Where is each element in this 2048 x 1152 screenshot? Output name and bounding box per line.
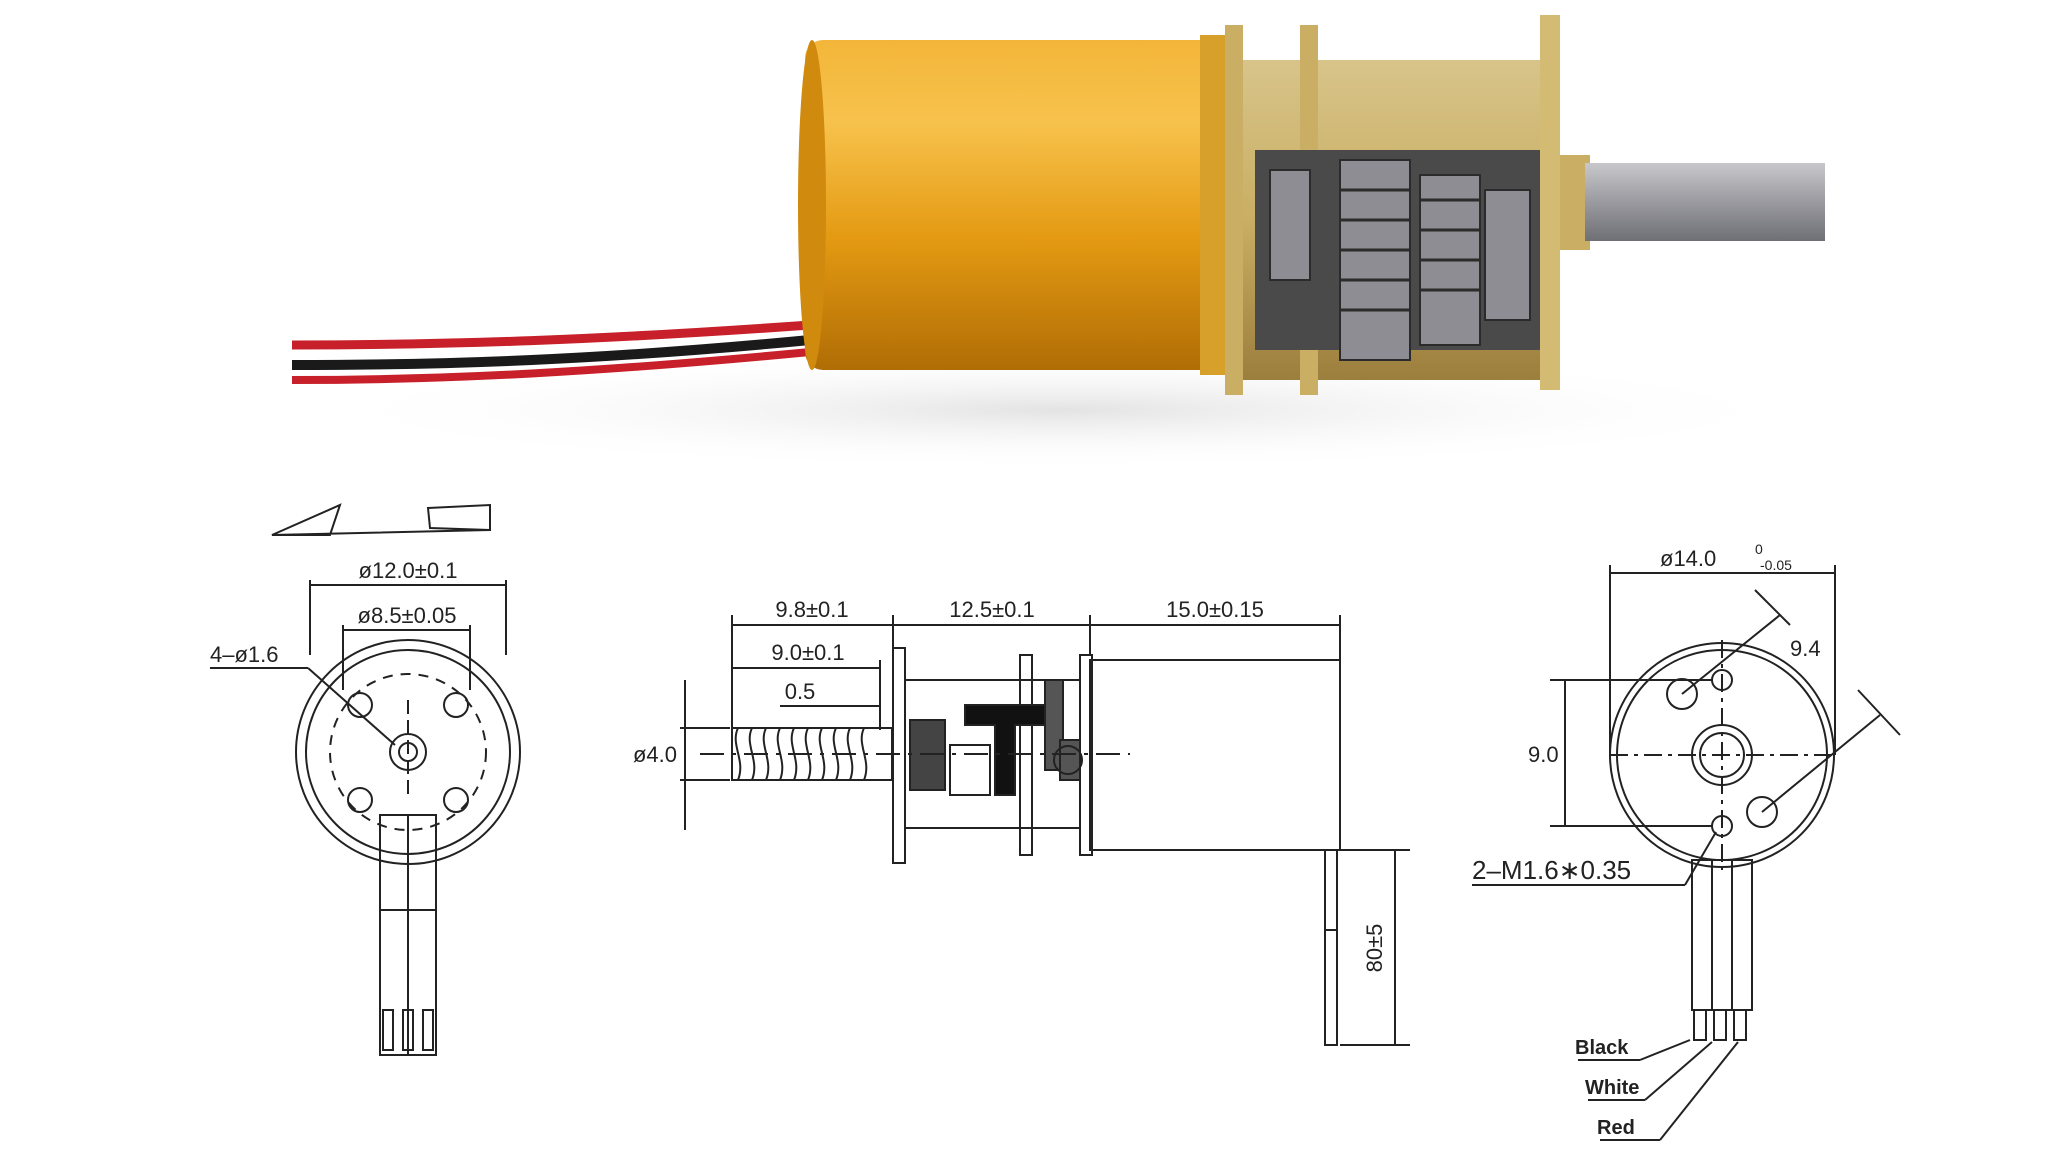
front-holes-label: 4–ø1.6 [210,642,279,667]
vertical-spacing-label: 9.0 [1528,742,1559,767]
rear-tolerance-lower: -0.05 [1760,557,1792,573]
front-outer-diameter-label: ø12.0±0.1 [359,558,458,583]
motor-length-label: 15.0±0.15 [1166,597,1264,622]
screw-length-label: 9.0±0.1 [771,640,844,665]
gearbox-length-label: 9.8±0.1 [775,597,848,622]
wire-black-label: Black [1575,1037,1629,1059]
front-inner-diameter-label: ø8.5±0.05 [358,603,457,628]
motor-wires [291,320,811,384]
wire-red-label: Red [1597,1117,1635,1139]
rear-tolerance-upper: 0 [1755,541,1763,557]
lead-length-label: 80±5 [1362,924,1387,973]
side-view-drawing [680,615,1410,1046]
mid-length-label: 12.5±0.1 [949,597,1034,622]
output-shaft [1560,155,1825,250]
shaft-diameter-label: ø4.0 [633,742,677,767]
front-view-drawing [210,503,521,1056]
rear-outer-diameter-label: ø14.0 [1660,546,1716,571]
gearbox [1225,15,1560,395]
wire-white-label: White [1585,1077,1639,1099]
threads-label: 2–M1.6∗0.35 [1472,855,1631,885]
front-view-labels: ø12.0±0.1 ø8.5±0.05 4–ø1.6 [210,558,457,667]
hole-spacing-label: 9.4 [1790,636,1821,661]
rear-view-labels: ø14.0 0 -0.05 9.4 9.0 2–M1.6∗0.35 Black … [1472,541,1821,1139]
spacer-label: 0.5 [785,679,816,704]
motor-can [798,35,1230,375]
gear-motor-photo [290,0,1825,470]
rear-view-drawing [1472,565,1901,1141]
side-view-labels: 9.8±0.1 9.0±0.1 0.5 12.5±0.1 15.0±0.15 ø… [633,597,1387,972]
